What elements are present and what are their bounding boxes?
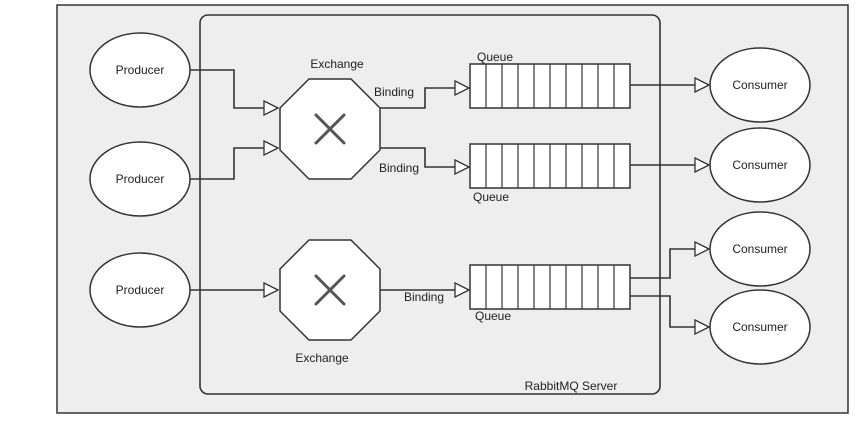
exchange-node bbox=[279, 78, 381, 180]
server-label: RabbitMQ Server bbox=[525, 379, 618, 393]
edge-exchange1-queue1 bbox=[380, 88, 469, 109]
consumer-label: Consumer bbox=[732, 78, 787, 92]
binding-label: Binding bbox=[379, 161, 419, 175]
edges bbox=[190, 69, 709, 327]
consumer-label: Consumer bbox=[732, 242, 787, 256]
producer-label: Producer bbox=[116, 172, 165, 186]
consumer-label: Consumer bbox=[732, 320, 787, 334]
binding-label: Binding bbox=[404, 290, 444, 304]
consumer-label: Consumer bbox=[732, 158, 787, 172]
queue-label: Queue bbox=[473, 190, 509, 204]
producer-node: Producer bbox=[89, 252, 191, 328]
exchange-node bbox=[279, 239, 381, 341]
producer-node: Producer bbox=[89, 141, 191, 217]
edge-producer1-exchange1 bbox=[190, 69, 278, 108]
rabbitmq-server-box bbox=[199, 14, 661, 395]
binding-label: Binding bbox=[374, 85, 414, 99]
edge-producer2-exchange1 bbox=[190, 148, 278, 180]
cross-icon bbox=[314, 113, 346, 145]
producer-label: Producer bbox=[116, 283, 165, 297]
edge-exchange1-queue2 bbox=[375, 147, 469, 167]
consumer-node: Consumer bbox=[709, 211, 811, 287]
producer-label: Producer bbox=[116, 63, 165, 77]
queue-label: Queue bbox=[477, 50, 513, 64]
queue-label: Queue bbox=[475, 309, 511, 323]
edge-queue3-consumer3 bbox=[630, 249, 709, 279]
edge-queue3-consumer4 bbox=[630, 295, 709, 327]
queue-node bbox=[469, 264, 631, 310]
exchange-label: Exchange bbox=[295, 351, 349, 365]
consumer-node: Consumer bbox=[709, 127, 811, 203]
exchange-label: Exchange bbox=[310, 57, 364, 71]
consumer-node: Consumer bbox=[709, 289, 811, 365]
producer-node: Producer bbox=[89, 32, 191, 108]
queue-node bbox=[469, 63, 631, 109]
queue-node bbox=[469, 143, 631, 189]
consumer-node: Consumer bbox=[709, 47, 811, 123]
cross-icon bbox=[314, 274, 346, 306]
